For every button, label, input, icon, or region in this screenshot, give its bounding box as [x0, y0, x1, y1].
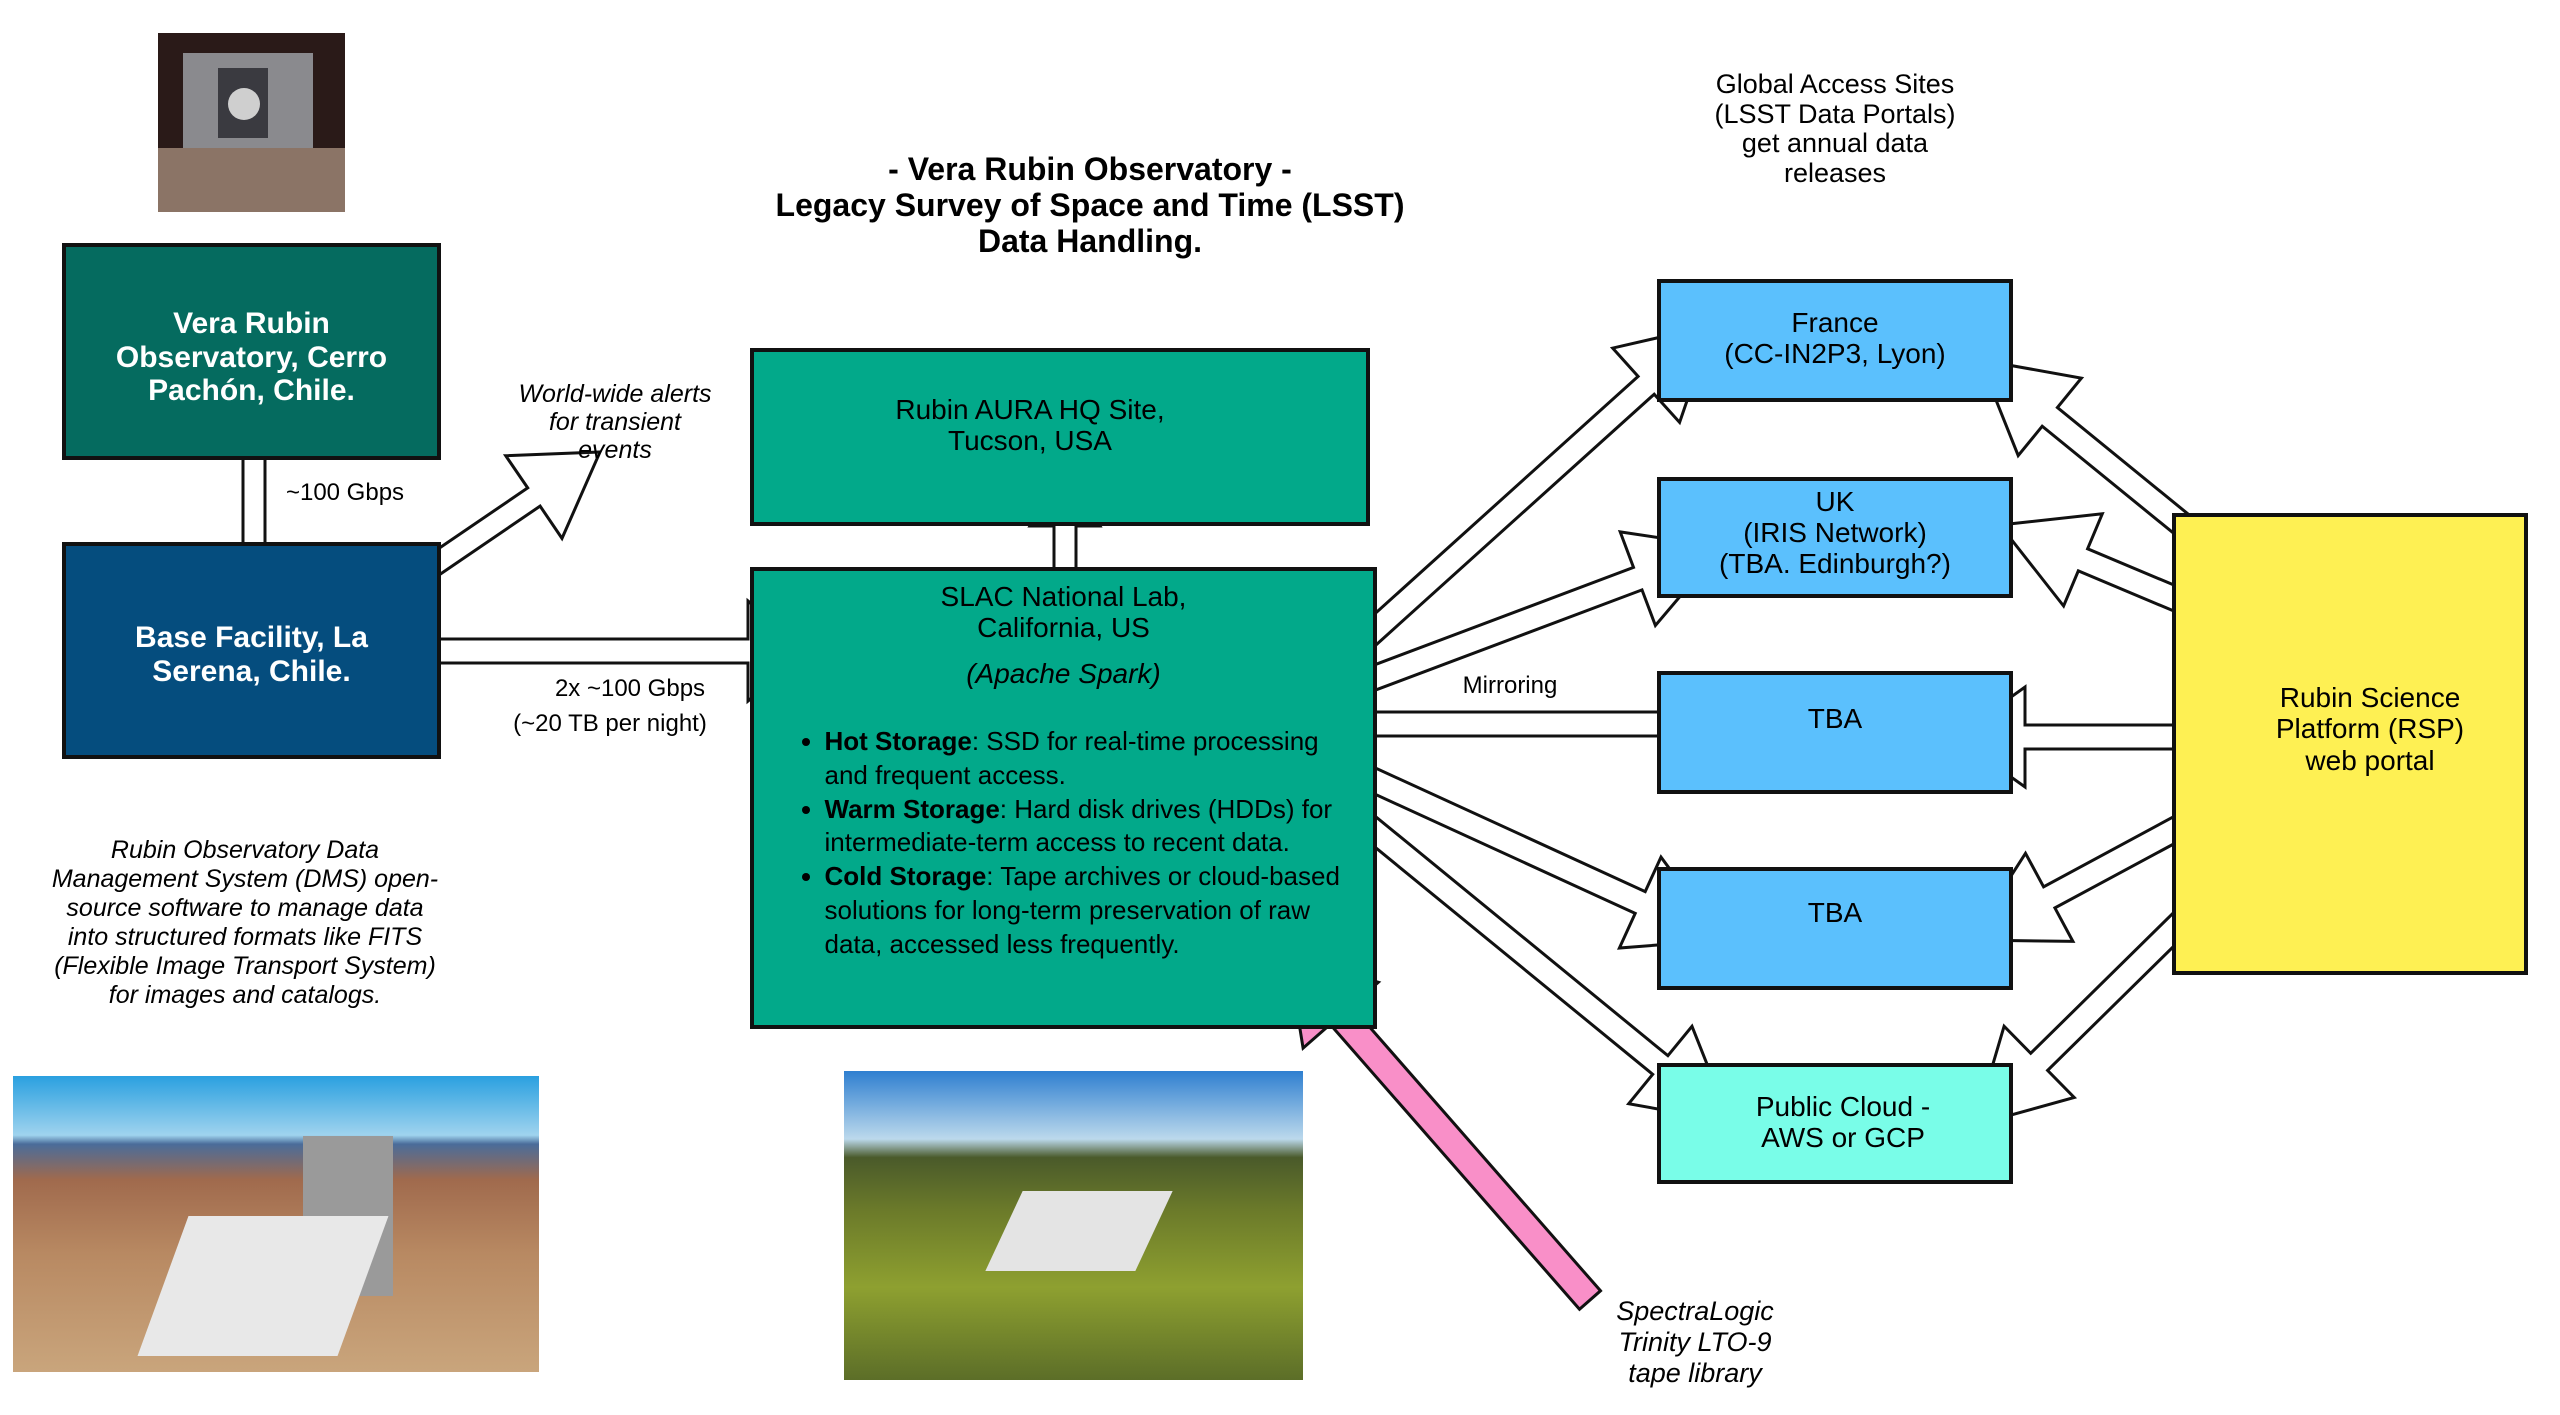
mirroring-label: Mirroring — [1462, 672, 1558, 699]
node-slac: SLAC National Lab, California, US (Apach… — [750, 567, 1377, 1029]
node-public-cloud: Public Cloud - AWS or GCP — [1657, 1063, 2013, 1184]
france-label-1: France — [1791, 307, 1879, 338]
base-link-label: 2x ~100 Gbps (~20 TB per night) — [513, 675, 707, 737]
aura-label-1: Rubin AURA HQ Site, — [895, 394, 1165, 425]
telescope-image — [158, 33, 345, 212]
tba1-label: TBA — [1807, 703, 1863, 734]
cloud-label-1: Public Cloud - — [1755, 1091, 1931, 1122]
title-line-2: Legacy Survey of Space and Time (LSST) — [775, 186, 1405, 223]
slac-label-2: California, US — [977, 612, 1150, 644]
slac-photo — [844, 1071, 1303, 1380]
uk-label-2: (IRIS Network) — [1743, 516, 1927, 548]
rsp-label-2: Platform (RSP) — [2275, 713, 2465, 745]
summit-label-2: Observatory, Cerro — [115, 340, 388, 374]
storage-tiers: Hot Storage: SSD for real-time processin… — [763, 725, 1365, 962]
summit-label-1: Vera Rubin — [173, 307, 330, 340]
global-access-label: Global Access Sites (LSST Data Portals) … — [1714, 69, 1956, 189]
cloud-label-2: AWS or GCP — [1761, 1122, 1925, 1154]
tape-library-label: SpectraLogic Trinity LTO-9 tape library — [1616, 1296, 1774, 1389]
node-tba-2: TBA — [1657, 867, 2013, 990]
tba2-label: TBA — [1807, 897, 1863, 928]
node-summit: Vera Rubin Observatory, Cerro Pachón, Ch… — [62, 243, 441, 460]
node-tba-1: TBA — [1657, 671, 2013, 794]
base-label-2: Serena, Chile. — [152, 654, 351, 688]
node-base-facility: Base Facility, La Serena, Chile. — [62, 542, 441, 759]
storage-tier-warm: Warm Storage: Hard disk drives (HDDs) fo… — [825, 793, 1365, 861]
rsp-label-1: Rubin Science — [2279, 681, 2461, 713]
summit-link-label: ~100 Gbps — [285, 479, 405, 506]
france-label-2: (CC-IN2P3, Lyon) — [1724, 338, 1946, 370]
summit-photo — [13, 1076, 539, 1372]
node-uk: UK (IRIS Network) (TBA. Edinburgh?) — [1657, 477, 2013, 598]
summit-label-3: Pachón, Chile. — [148, 374, 355, 408]
storage-tier-hot: Hot Storage: SSD for real-time processin… — [825, 725, 1365, 793]
rsp-label-3: web portal — [2305, 744, 2435, 776]
alerts-label: World-wide alerts for transient events — [518, 380, 712, 464]
uk-label-1: UK — [1815, 486, 1855, 517]
title-line-3: Data Handling. — [977, 222, 1202, 259]
title-line-1: - Vera Rubin Observatory - — [888, 151, 1292, 187]
slac-subtitle: (Apache Spark) — [966, 657, 1161, 689]
node-france: France (CC-IN2P3, Lyon) — [1657, 279, 2013, 402]
slac-label-1: SLAC National Lab, — [940, 581, 1187, 612]
aura-label-2: Tucson, USA — [948, 425, 1112, 457]
base-label-1: Base Facility, La — [135, 621, 368, 654]
uk-label-3: (TBA. Edinburgh?) — [1719, 547, 1951, 579]
node-rsp: Rubin Science Platform (RSP) web portal — [2172, 513, 2528, 975]
node-aura-hq: Rubin AURA HQ Site, Tucson, USA — [750, 348, 1370, 526]
dms-label: Rubin Observatory Data Management System… — [51, 836, 439, 1009]
storage-tier-cold: Cold Storage: Tape archives or cloud-bas… — [825, 860, 1365, 961]
page-title: - Vera Rubin Observatory - Legacy Survey… — [740, 151, 1440, 259]
